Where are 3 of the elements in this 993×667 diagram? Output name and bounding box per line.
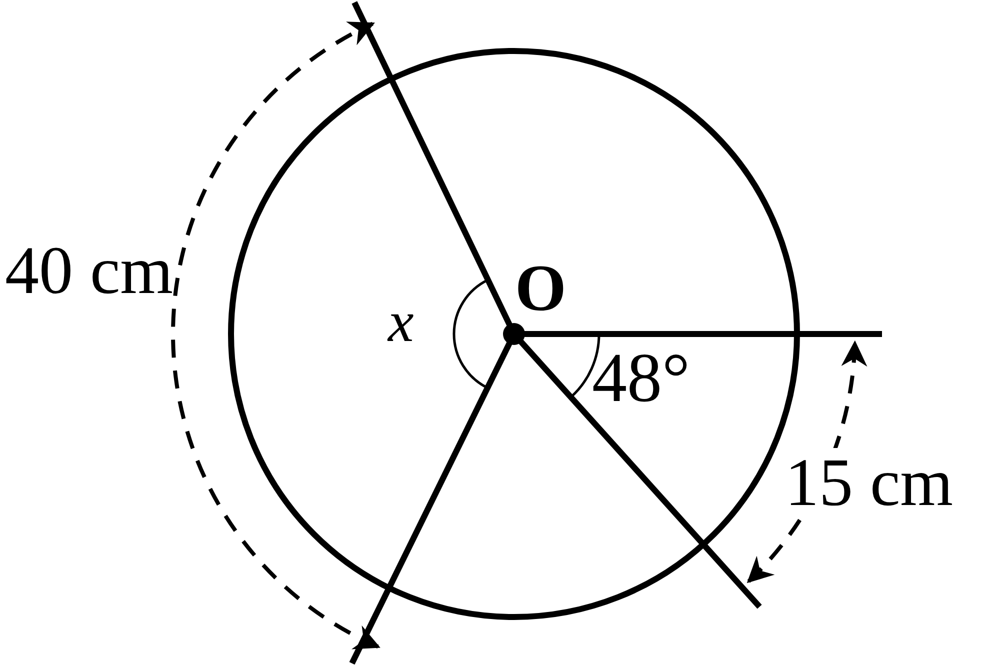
center-label: O	[515, 256, 566, 322]
angle-label: x	[388, 293, 414, 351]
angle-label: 48°	[592, 344, 690, 414]
